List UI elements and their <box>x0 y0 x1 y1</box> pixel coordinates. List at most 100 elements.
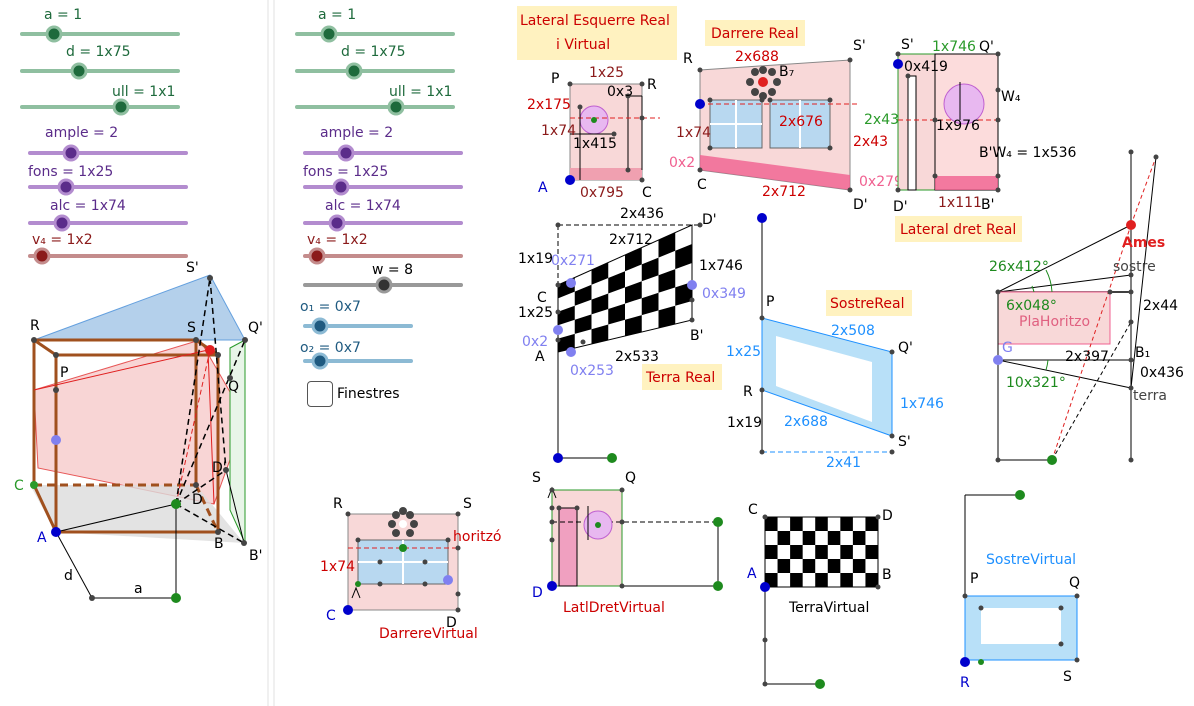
floor-tile <box>790 517 803 531</box>
label: A <box>37 530 47 546</box>
floor-tile <box>852 531 866 545</box>
label: 1x746 <box>900 396 944 412</box>
floor-tile <box>591 324 609 344</box>
label: R <box>333 496 343 512</box>
label: D' <box>893 199 908 215</box>
title: TerraVirtual <box>788 600 869 616</box>
label: 2x436 <box>620 206 664 222</box>
label: 2x676 <box>779 114 823 130</box>
label: 1x976 <box>936 118 980 134</box>
slider-fons[interactable]: fons = 1x25 <box>28 164 188 196</box>
label: sostre <box>1113 259 1156 275</box>
floor-tile <box>840 573 853 587</box>
floor-tile <box>765 545 778 559</box>
title: i Virtual <box>556 37 610 53</box>
label: 2x175 <box>527 97 571 113</box>
slider-d[interactable]: d = 1x75 <box>20 44 180 80</box>
label: A <box>538 180 548 196</box>
label: Q <box>228 379 239 395</box>
slider-label: alc = 1x74 <box>50 198 126 214</box>
slider-v4[interactable]: v₄ = 1x2 <box>303 232 463 265</box>
slider-w[interactable]: w = 8 <box>303 262 463 294</box>
floor-tile <box>865 573 878 587</box>
label: P <box>766 294 774 310</box>
label: C <box>697 177 707 193</box>
label: C <box>748 502 758 518</box>
darrere-virtual: R S horitzó 1x74 C D DarrereVirtual <box>320 496 502 642</box>
terra-virtual: C D A B TerraVirtual <box>747 502 893 689</box>
slider-a[interactable]: a = 1 <box>20 7 180 43</box>
label: 2x43 <box>853 134 888 150</box>
label: B' <box>249 548 262 564</box>
label: S' <box>901 37 914 53</box>
label: 6x048° <box>1006 298 1057 314</box>
floor-tile <box>777 531 791 545</box>
label: B <box>882 567 892 583</box>
label: 0x349 <box>702 286 746 302</box>
label: Q' <box>898 340 913 356</box>
label: horitzó <box>453 529 502 545</box>
sostre-real: P Q' R S' 2x508 1x25 1x746 2x688 1x19 2x… <box>726 213 944 471</box>
label: C <box>326 608 336 624</box>
title: Darrere Real <box>711 26 799 42</box>
label: B'W₄ = 1x536 <box>979 145 1077 161</box>
floor-tile <box>625 315 642 336</box>
floor-plane <box>30 485 244 543</box>
label: 1x746 <box>699 258 743 274</box>
slider-v4[interactable]: v₄ = 1x2 <box>28 232 188 265</box>
floor-tile <box>840 517 853 531</box>
label: 2x688 <box>784 414 828 430</box>
slider-ample[interactable]: ample = 2 <box>303 125 463 162</box>
slider-o1[interactable]: o₁ = 0x7 <box>300 299 413 335</box>
label: C <box>14 478 24 494</box>
floor-tile <box>641 292 659 316</box>
label: P <box>970 571 978 587</box>
slider-label: ull = 1x1 <box>389 84 452 100</box>
floor-tile <box>641 257 659 282</box>
slider-ull[interactable]: ull = 1x1 <box>295 84 455 116</box>
slider-alc[interactable]: alc = 1x74 <box>303 198 463 232</box>
finestres-label: Finestres <box>337 386 400 402</box>
floor-tile <box>591 293 609 315</box>
label: terra <box>1133 388 1167 404</box>
label: R <box>960 675 970 691</box>
slider-ample[interactable]: ample = 2 <box>28 125 188 162</box>
label: 2x43 <box>864 112 899 128</box>
slider-d[interactable]: d = 1x75 <box>295 44 455 80</box>
slider-alc[interactable]: alc = 1x74 <box>28 198 188 232</box>
finestres-checkbox[interactable] <box>307 381 333 407</box>
slider-fons[interactable]: fons = 1x25 <box>303 164 463 196</box>
floor-tile <box>815 517 828 531</box>
label: 1x746 <box>932 39 976 55</box>
mid-sliders: a = 1 d = 1x75 ull = 1x1 ample = 2 fons … <box>295 7 463 370</box>
floor-tile <box>625 247 642 272</box>
slider-a[interactable]: a = 1 <box>295 7 455 43</box>
label: 0x436 <box>1140 365 1184 381</box>
latl-dret-virtual: S Q D LatlDretVirtual <box>532 470 723 616</box>
label: S <box>1063 669 1072 685</box>
label: D' <box>702 212 717 228</box>
slider-label: o₁ = 0x7 <box>300 299 361 315</box>
floor-tile <box>608 271 625 294</box>
slider-o2[interactable]: o₂ = 0x7 <box>300 340 413 370</box>
floor-tile <box>827 531 841 545</box>
floor-tile <box>675 282 692 306</box>
label: 0x2 <box>669 155 695 171</box>
floor-tile <box>765 517 778 531</box>
floor-tile <box>658 232 676 258</box>
title: Lateral dret Real <box>900 222 1016 238</box>
label: Q' <box>979 39 994 55</box>
title: Terra Real <box>645 370 715 386</box>
label: B' <box>981 197 994 213</box>
slider-ull[interactable]: ull = 1x1 <box>20 84 180 116</box>
label: 0x279 <box>859 174 903 190</box>
left-sliders: a = 1 d = 1x75 ull = 1x1 ample = 2 fons … <box>20 7 188 265</box>
slider-label: alc = 1x74 <box>325 198 401 214</box>
slider-label: a = 1 <box>318 7 356 23</box>
floor-tile <box>840 545 853 559</box>
label: A <box>535 349 545 365</box>
title: DarrereVirtual <box>379 626 478 642</box>
label: B' <box>690 328 703 344</box>
label: Q' <box>248 320 263 336</box>
